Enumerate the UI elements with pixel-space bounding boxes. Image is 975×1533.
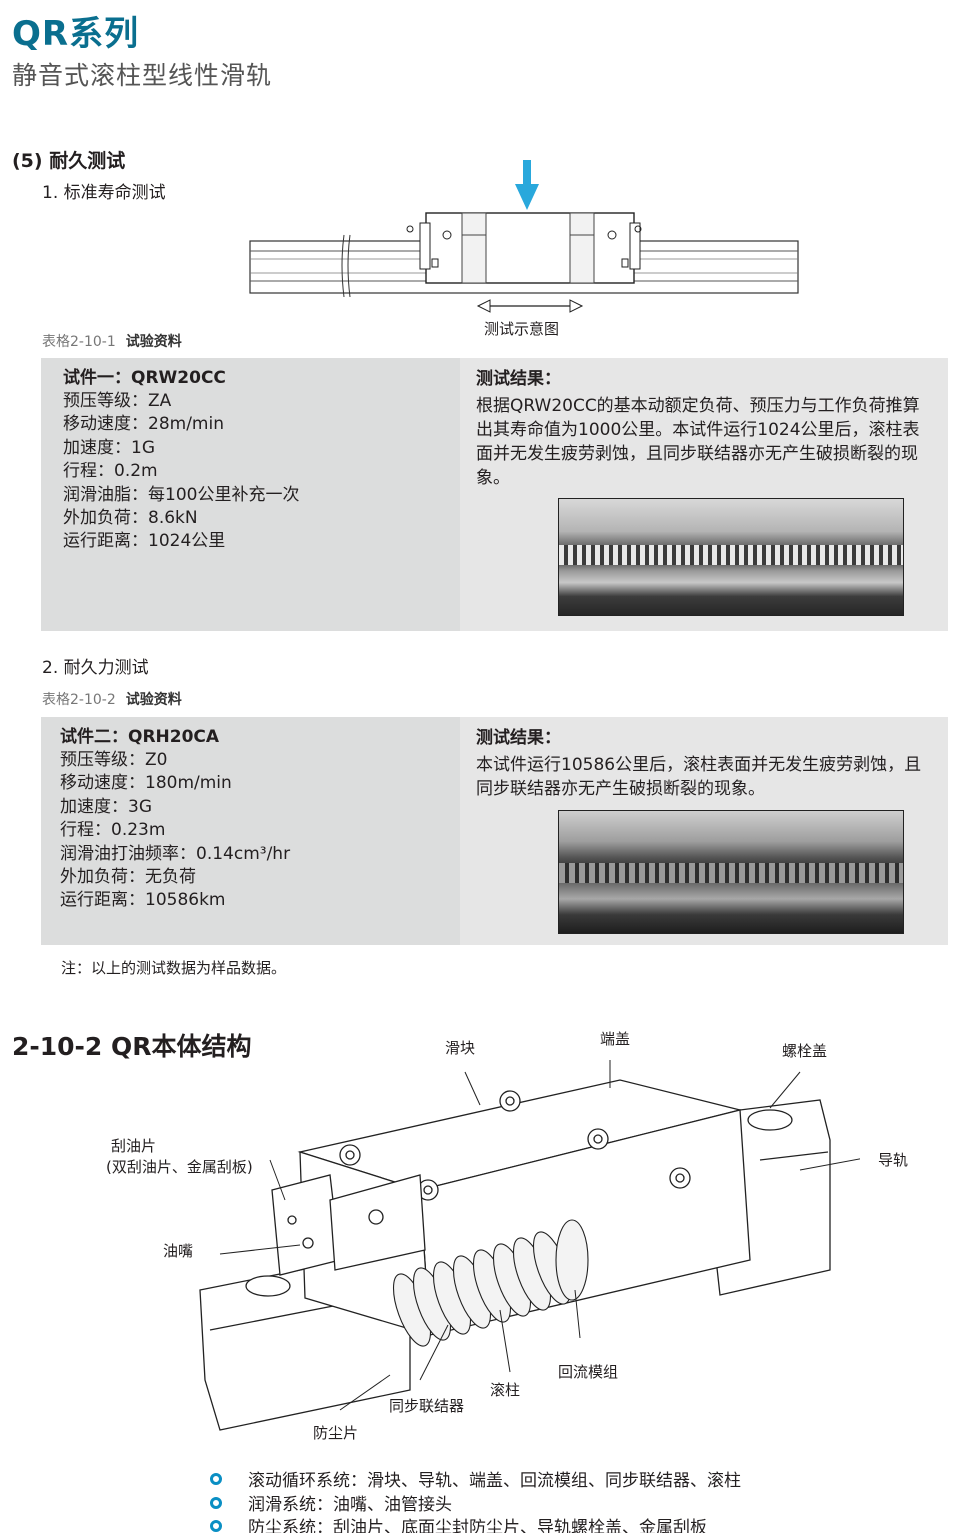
load-arrow-icon	[515, 160, 539, 210]
label-spacer: 同步联结器	[389, 1397, 465, 1415]
circle-bullet-icon	[210, 1496, 222, 1509]
legend-text: 滚动循环系统：滑块、导轨、端盖、回流模组、同步联结器、滚柱	[248, 1471, 741, 1491]
spec-line: 行程：0.2m	[63, 461, 158, 482]
spec-line: 移动速度：28m/min	[63, 414, 224, 435]
label-bolt-cap: 螺栓盖	[782, 1042, 828, 1060]
legend-item: 防尘系统：刮油片、底面尘封防尘片、导轨螺栓盖、金属刮板	[210, 1513, 707, 1533]
note: 注：以上的测试数据为样品数据。	[61, 959, 287, 977]
spec-line: 润滑油脂：每100公里补充一次	[63, 484, 300, 505]
spec-line: 运行距离：1024公里	[63, 531, 226, 552]
test1-result-title: 测试结果：	[476, 369, 561, 389]
spec-line: 加速度：1G	[63, 437, 155, 458]
label-block: 滑块	[445, 1039, 476, 1057]
roller-photo-1	[558, 498, 904, 616]
table1-caption: 表格2-10-1 试验资料	[42, 331, 182, 351]
table2-code: 表格2-10-2	[42, 692, 116, 708]
label-roller: 滚柱	[490, 1381, 521, 1399]
spec-line: 润滑油打油频率：0.14cm³/hr	[60, 843, 291, 864]
rollers-drawing	[392, 1219, 589, 1347]
spec-line: 移动速度：180m/min	[60, 773, 232, 794]
label-recirculation: 回流模组	[558, 1363, 619, 1381]
legend-item: 润滑系统：油嘴、油管接头	[210, 1490, 452, 1515]
test1-specs: 试件一：QRW20CC 预压等级：ZA 移动速度：28m/min 加速度：1G …	[41, 358, 460, 631]
table2-caption: 表格2-10-2 试验资料	[42, 689, 182, 709]
circle-bullet-icon	[210, 1472, 222, 1485]
stroke-double-arrow-icon	[476, 299, 584, 313]
spec-line: 外加负荷：无负荷	[60, 867, 196, 888]
diagram-caption: 测试示意图	[484, 320, 560, 338]
spec-line: 行程：0.23m	[60, 820, 166, 841]
legend-text: 润滑系统：油嘴、油管接头	[248, 1495, 452, 1515]
spec-line: 预压等级：Z0	[60, 750, 168, 770]
label-grease-nipple: 油嘴	[163, 1242, 194, 1260]
test1-result-text: 根据QRW20CC的基本动额定负荷、预压力与工作负荷推算出其寿命值为1000公里…	[476, 396, 920, 488]
label-wiper-detail: (双刮油片、金属刮板)	[106, 1158, 253, 1176]
spec-line: 运行距离：10586km	[60, 890, 226, 911]
spec-line: 外加负荷：8.6kN	[63, 508, 198, 529]
label-end-cap: 端盖	[600, 1030, 631, 1048]
block-outline	[406, 212, 642, 284]
test-diagram	[249, 160, 799, 313]
label-seal: 防尘片	[313, 1424, 359, 1442]
series-subtitle: 静音式滚柱型线性滑轨	[12, 61, 273, 90]
series-title: QR系列	[12, 14, 140, 54]
test2-result-title: 测试结果：	[476, 728, 561, 748]
roller-row	[559, 545, 903, 565]
legend-text: 防尘系统：刮油片、底面尘封防尘片、导轨螺栓盖、金属刮板	[248, 1518, 707, 1533]
test2-spec-title: 试件二：QRH20CA	[60, 727, 220, 747]
roller-photo-2	[558, 810, 904, 934]
circle-bullet-icon	[210, 1519, 222, 1532]
spec-line: 预压等级：ZA	[63, 391, 172, 411]
end-seal-drawing	[271, 1174, 426, 1276]
table2-label: 试验资料	[125, 692, 182, 708]
test1-title: 1. 标准寿命测试	[42, 183, 166, 203]
spec-line: 加速度：3G	[60, 796, 152, 817]
section-title: (5) 耐久测试	[12, 150, 126, 172]
structure-title: 2-10-2 QR本体结构	[12, 1032, 252, 1061]
test1-spec-title: 试件一：QRW20CC	[63, 368, 226, 388]
roller-row	[559, 863, 903, 883]
structure-diagram	[199, 1060, 860, 1431]
test2-title: 2. 耐久力测试	[42, 658, 149, 678]
table1-code: 表格2-10-1	[42, 334, 116, 350]
label-rail: 导轨	[878, 1151, 909, 1169]
leader-lines	[219, 1060, 860, 1411]
test2-specs: 试件二：QRH20CA 预压等级：Z0 移动速度：180m/min 加速度：3G…	[41, 717, 460, 945]
table1-label: 试验资料	[125, 334, 182, 350]
label-wiper: 刮油片	[111, 1137, 157, 1155]
test2-result-text: 本试件运行10586公里后，滚柱表面并无发生疲劳剥蚀，且同步联结器亦无产生破损断…	[476, 755, 922, 799]
legend-item: 滚动循环系统：滑块、导轨、端盖、回流模组、同步联结器、滚柱	[210, 1466, 741, 1491]
